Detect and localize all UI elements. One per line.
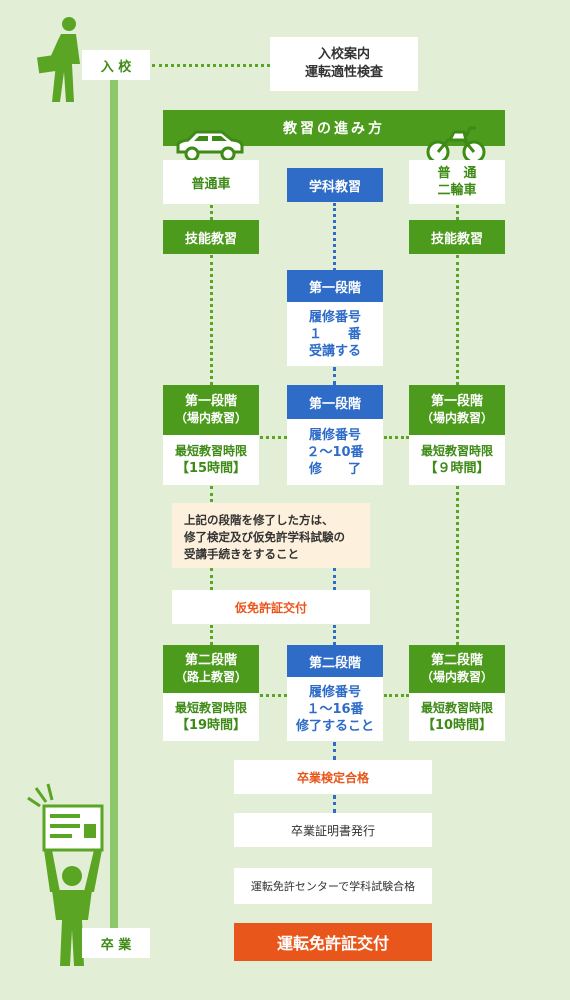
- note-box: 上記の段階を修了した方は、 修了検定及び仮免許学科試験の 受講手続きをすること: [172, 503, 370, 568]
- moto-stage2-body: 最短教習時限 【10時間】: [409, 693, 505, 741]
- stage1-connector-left: [260, 436, 287, 439]
- academic-stage1-first-line2: １ 番: [308, 326, 361, 342]
- academic-stage1-first-line1: 履修番号: [308, 309, 361, 325]
- moto-stage1-min-value: 【９時間】: [424, 461, 490, 476]
- academic-stage1-body: 履修番号 ２～10番 修 了: [287, 419, 383, 485]
- stage2-connector-right: [384, 694, 409, 697]
- license-center-box: 運転免許センターで学科試験合格: [234, 868, 432, 904]
- moto-stage1-sub: （場内教習）: [420, 411, 493, 425]
- academic-stage1-line2: ２～10番: [306, 444, 364, 460]
- moto-column-title: 普 通 二輪車: [409, 160, 505, 204]
- academic-stage2-line1: 履修番号: [308, 684, 361, 700]
- moto-connector-3: [456, 486, 459, 645]
- car-icon: [176, 130, 244, 162]
- academic-stage2-card: 第二段階 履修番号 １～16番 修了すること: [287, 645, 383, 741]
- car-connector-5: [210, 625, 213, 645]
- car-connector-2: [210, 255, 213, 385]
- car-stage1-body: 最短教習時限 【15時間】: [163, 435, 259, 485]
- timeline-line: [110, 62, 118, 947]
- note-line2: 修了検定及び仮免許学科試験の: [184, 530, 345, 544]
- academic-connector-2: [333, 367, 336, 385]
- car-stage2-min-value: 【19時間】: [175, 718, 247, 733]
- academic-connector-6: [333, 795, 336, 813]
- car-stage1-min-value: 【15時間】: [175, 461, 247, 476]
- note-line1: 上記の段階を修了した方は、: [184, 513, 334, 527]
- academic-stage2-line3: 修了すること: [295, 718, 374, 734]
- license-issue-box: 運転免許証交付: [234, 923, 432, 961]
- enroll-connector: [152, 64, 270, 67]
- graduate-label: 卒 業: [82, 928, 150, 958]
- enroll-info-line2: 運転適性検査: [304, 65, 383, 80]
- header-title: 教習の進み方: [283, 121, 385, 137]
- academic-connector-3: [333, 568, 336, 590]
- enroll-label: 入 校: [82, 50, 150, 80]
- certificate-box: 卒業証明書発行: [234, 813, 432, 847]
- car-stage2-sub: （路上教習）: [174, 670, 247, 684]
- enroll-info-box: 入校案内 運転適性検査: [270, 37, 418, 91]
- car-stage1-card: 第一段階 （場内教習） 最短教習時限 【15時間】: [163, 385, 259, 485]
- academic-stage1-title: 第一段階: [287, 385, 383, 419]
- car-stage1-title: 第一段階: [184, 394, 237, 409]
- walking-student-icon: [36, 17, 80, 102]
- car-connector-3: [210, 486, 213, 502]
- moto-stage2-min-value: 【10時間】: [421, 718, 493, 733]
- academic-connector-1: [333, 203, 336, 271]
- car-connector-4: [210, 568, 213, 590]
- car-stage1-sub: （場内教習）: [174, 411, 247, 425]
- academic-stage1-first-title: 第一段階: [287, 270, 383, 302]
- car-connector-1: [210, 205, 213, 220]
- car-stage2-header: 第二段階 （路上教習）: [163, 645, 259, 693]
- moto-stage1-header: 第一段階 （場内教習）: [409, 385, 505, 435]
- car-stage2-body: 最短教習時限 【19時間】: [163, 693, 259, 741]
- academic-stage2-line2: １～16番: [306, 701, 364, 717]
- moto-connector-1: [456, 205, 459, 220]
- academic-stage1-line1: 履修番号: [308, 427, 361, 443]
- moto-stage2-header: 第二段階 （場内教習）: [409, 645, 505, 693]
- enroll-info-line1: 入校案内: [317, 47, 370, 62]
- moto-stage1-min-label: 最短教習時限: [420, 444, 493, 458]
- moto-skill-label: 技能教習: [409, 220, 505, 254]
- academic-stage1-card: 第一段階 履修番号 ２～10番 修 了: [287, 385, 383, 485]
- stage2-connector-left: [260, 694, 287, 697]
- academic-stage1-first-line3: 受講する: [308, 343, 361, 359]
- moto-stage1-title: 第一段階: [430, 394, 483, 409]
- car-stage2-card: 第二段階 （路上教習） 最短教習時限 【19時間】: [163, 645, 259, 741]
- academic-connector-4: [333, 625, 336, 645]
- academic-stage1-first-body: 履修番号 １ 番 受講する: [287, 302, 383, 366]
- car-stage2-title: 第二段階: [184, 653, 237, 668]
- car-skill-label: 技能教習: [163, 220, 259, 254]
- moto-stage1-body: 最短教習時限 【９時間】: [409, 435, 505, 485]
- car-column-title: 普通車: [163, 160, 259, 204]
- academic-stage2-title: 第二段階: [287, 645, 383, 677]
- car-stage1-min-label: 最短教習時限: [174, 444, 247, 458]
- academic-stage2-body: 履修番号 １～16番 修了すること: [287, 677, 383, 741]
- moto-stage1-card: 第一段階 （場内教習） 最短教習時限 【９時間】: [409, 385, 505, 485]
- note-line3: 受講手続きをすること: [184, 547, 299, 561]
- academic-stage1-line3: 修 了: [308, 461, 361, 477]
- moto-stage2-sub: （場内教習）: [420, 670, 493, 684]
- academic-connector-5: [333, 742, 336, 760]
- graduation-exam-box: 卒業検定合格: [234, 760, 432, 794]
- car-stage2-min-label: 最短教習時限: [174, 701, 247, 715]
- provisional-license-box: 仮免許証交付: [172, 590, 370, 624]
- academic-stage1-first-card: 第一段階 履修番号 １ 番 受講する: [287, 270, 383, 366]
- moto-stage2-card: 第二段階 （場内教習） 最短教習時限 【10時間】: [409, 645, 505, 741]
- car-stage1-header: 第一段階 （場内教習）: [163, 385, 259, 435]
- moto-stage2-title: 第二段階: [430, 653, 483, 668]
- moto-connector-2: [456, 255, 459, 385]
- stage1-connector-right: [384, 436, 409, 439]
- academic-column-title: 学科教習: [287, 168, 383, 202]
- moto-title-line1: 普 通: [437, 166, 477, 181]
- moto-stage2-min-label: 最短教習時限: [420, 701, 493, 715]
- moto-title-line2: 二輪車: [437, 183, 477, 198]
